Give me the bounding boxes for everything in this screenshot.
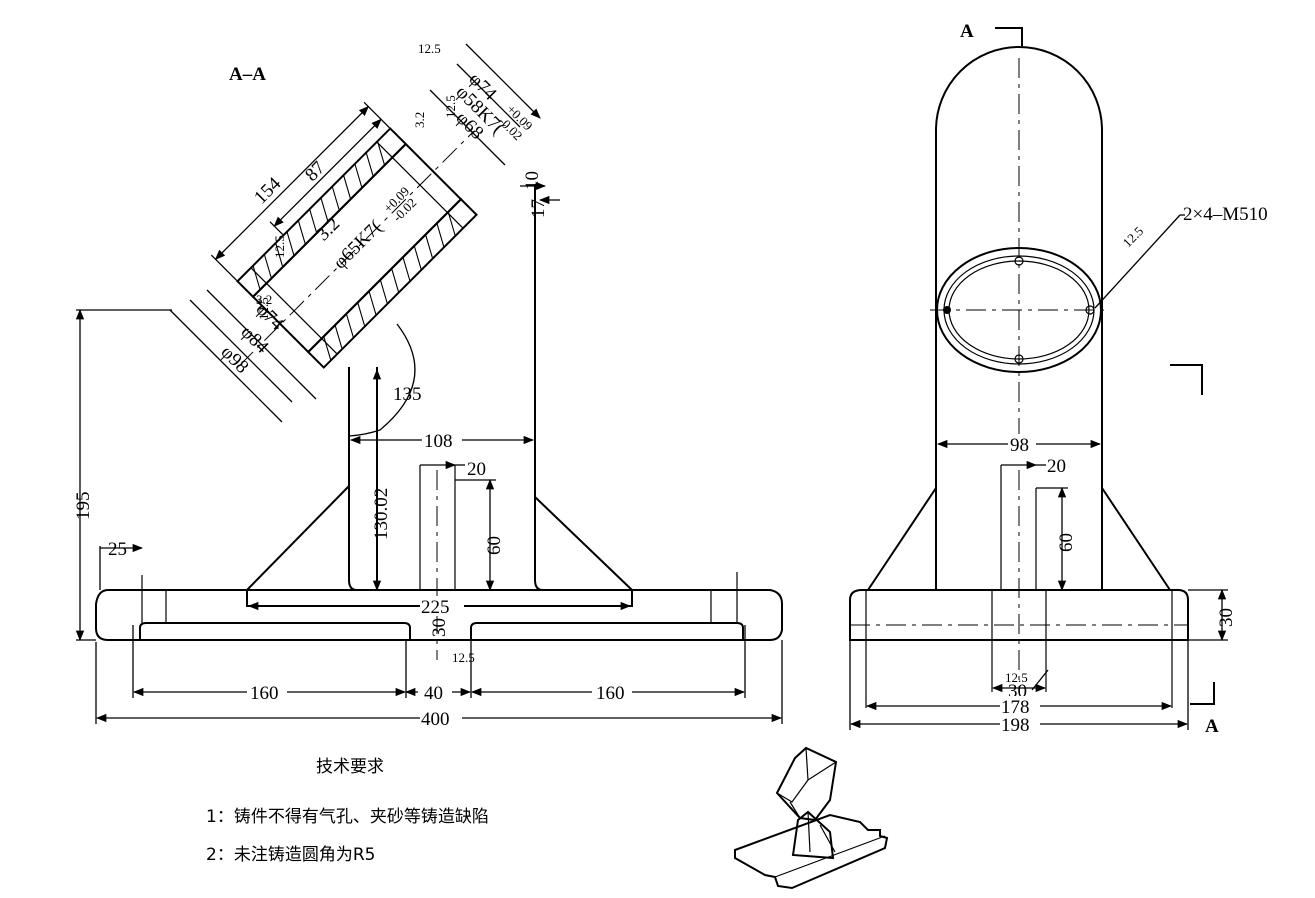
- section-label: A–A: [229, 64, 266, 85]
- roughness-12-5-lower: 12.5: [256, 297, 271, 320]
- isometric-sketch: [734, 746, 889, 890]
- side-dim-width-98: 98: [1010, 435, 1029, 456]
- dim-width-225: 225: [421, 597, 450, 618]
- notes-heading: 技术要求: [316, 757, 384, 777]
- roughness-12-5-thread: 12.5: [1120, 223, 1147, 250]
- thread-callout: 2×4–M510: [1183, 204, 1268, 225]
- roughness-12-5-top: 12.5: [418, 41, 441, 56]
- dim-thickness-17: 17: [528, 199, 549, 218]
- dim-height-130: 130.02: [371, 488, 392, 540]
- thread-hole-right: [1085, 305, 1095, 315]
- roughness-12-5-slot: 12.5: [1005, 670, 1028, 685]
- dim-thickness-10: 10: [522, 171, 543, 190]
- dim-width-400: 400: [421, 709, 450, 730]
- hatch-lower: [323, 211, 456, 361]
- roughness-12-5-left: 12.5: [272, 235, 287, 258]
- dim-width-20: 20: [467, 459, 486, 480]
- dim-width-160-left: 160: [250, 683, 279, 704]
- note-item-2: 2：未注铸造圆角为R5: [206, 845, 376, 865]
- cut-label-bottom: A: [1205, 716, 1219, 737]
- dim-width-108: 108: [424, 431, 453, 452]
- roughness-3-2-lower: 3.2: [256, 292, 272, 307]
- side-view: A A 2×4–M510 12.5 98: [849, 21, 1268, 737]
- roughness-12-5-base: 12.5: [452, 650, 475, 665]
- base-plate: [95, 572, 783, 641]
- dim-length-87: 87: [301, 157, 329, 185]
- tube-top-dims: φ74 φ58K7( +0.09 -0.02 φ68 12.5 3.2 12.5…: [412, 41, 560, 218]
- dim-width-25: 25: [108, 539, 127, 560]
- side-dim-width-20: 20: [1047, 456, 1066, 477]
- roughness-12-5-mid: 12.5: [443, 95, 458, 118]
- bore-circle: [936, 247, 1102, 373]
- support-column: [246, 184, 633, 660]
- thread-hole-bottom: [1014, 354, 1024, 364]
- dim-length-154: 154: [250, 173, 285, 208]
- side-dim-height-30: 30: [1216, 608, 1237, 627]
- dim-width-160-right: 160: [596, 683, 625, 704]
- tube-bottom-dims: φ74 φ84 φ98 12.5 12.5 3.2: [169, 235, 317, 423]
- roughness-3-2-inner: 3.2: [312, 214, 344, 246]
- side-dim-height-60: 60: [1056, 533, 1077, 552]
- angle-dim: 135: [348, 323, 422, 437]
- roughness-3-2-top: 3.2: [412, 112, 427, 128]
- dim-height-60: 60: [484, 536, 505, 555]
- dim-width-40: 40: [424, 683, 443, 704]
- section-view: A–A: [73, 41, 783, 730]
- cut-label-top: A: [960, 21, 974, 42]
- side-dim-width-198: 198: [1001, 715, 1030, 736]
- dim-height-195: 195: [73, 492, 94, 521]
- dim-height-30: 30: [429, 618, 450, 637]
- note-item-1: 1：铸件不得有气孔、夹砂等铸造缺陷: [206, 807, 489, 827]
- thread-hole-left: [943, 306, 951, 314]
- thread-hole-top: [1014, 256, 1024, 266]
- dim-angle-135: 135: [393, 384, 422, 405]
- side-dim-width-178: 178: [1001, 697, 1030, 718]
